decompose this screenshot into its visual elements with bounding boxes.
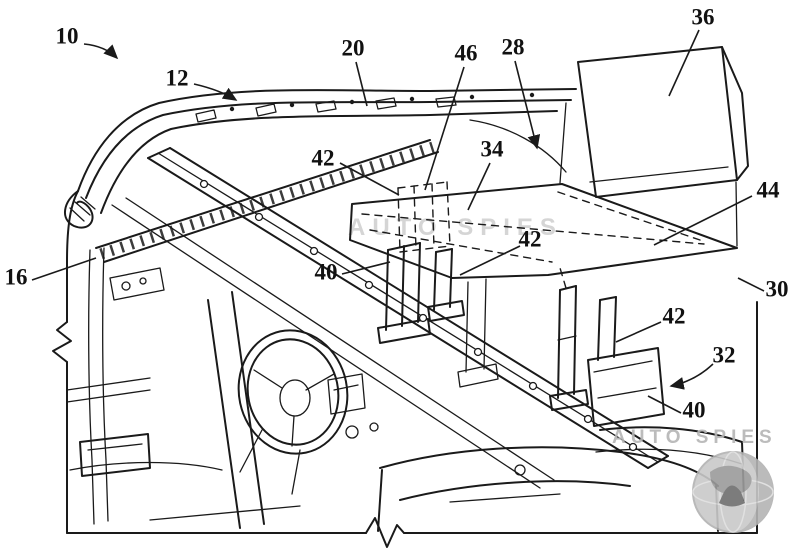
ref-label-12-1: 12 xyxy=(165,65,189,91)
ref-label-36-5: 36 xyxy=(691,4,715,30)
ref-label-32-14: 32 xyxy=(712,342,736,368)
watermark-globe-logo xyxy=(692,451,774,533)
leader-line-42-6 xyxy=(339,162,400,196)
ref-label-40-10: 40 xyxy=(314,259,338,285)
ref-label-30-12: 30 xyxy=(765,276,789,302)
ref-label-42-6: 42 xyxy=(311,145,335,171)
leader-line-40-10 xyxy=(341,261,391,275)
leader-line-34-7 xyxy=(467,162,491,211)
ref-label-20-2: 20 xyxy=(341,35,365,61)
detail-line-group xyxy=(66,96,743,525)
ref-label-40-15: 40 xyxy=(682,397,706,423)
leader-line-16-9 xyxy=(31,257,97,281)
leader-line-28-4 xyxy=(514,60,541,150)
hidden-line-group xyxy=(361,181,705,289)
ref-label-44-8: 44 xyxy=(756,177,780,203)
ref-label-28-4: 28 xyxy=(501,34,525,60)
ref-label-10-0: 10 xyxy=(55,23,79,49)
ref-label-42-11: 42 xyxy=(518,226,542,252)
leader-line-42-13 xyxy=(615,321,662,343)
leader-lines xyxy=(31,29,765,414)
header-rivet-dots xyxy=(229,92,535,112)
ref-label-34-7: 34 xyxy=(480,136,504,162)
leader-line-42-11 xyxy=(459,245,521,276)
leader-line-12-1 xyxy=(193,83,238,101)
watermark-corner-text: AUTO SPIES xyxy=(612,427,777,448)
leader-line-44-8 xyxy=(653,195,753,246)
leader-line-46-3 xyxy=(424,66,465,191)
ref-label-16-9: 16 xyxy=(4,264,28,290)
ref-label-46-3: 46 xyxy=(454,40,478,66)
leader-line-32-14 xyxy=(669,363,714,390)
ref-label-42-13: 42 xyxy=(662,303,686,329)
leader-line-36-5 xyxy=(668,29,700,97)
leader-line-10-0 xyxy=(83,43,119,60)
main-outline-group xyxy=(52,46,758,548)
rail-rivet-holes xyxy=(199,179,638,452)
leader-line-30-12 xyxy=(737,277,765,292)
leader-line-20-2 xyxy=(355,61,368,107)
leader-line-40-15 xyxy=(647,395,682,414)
